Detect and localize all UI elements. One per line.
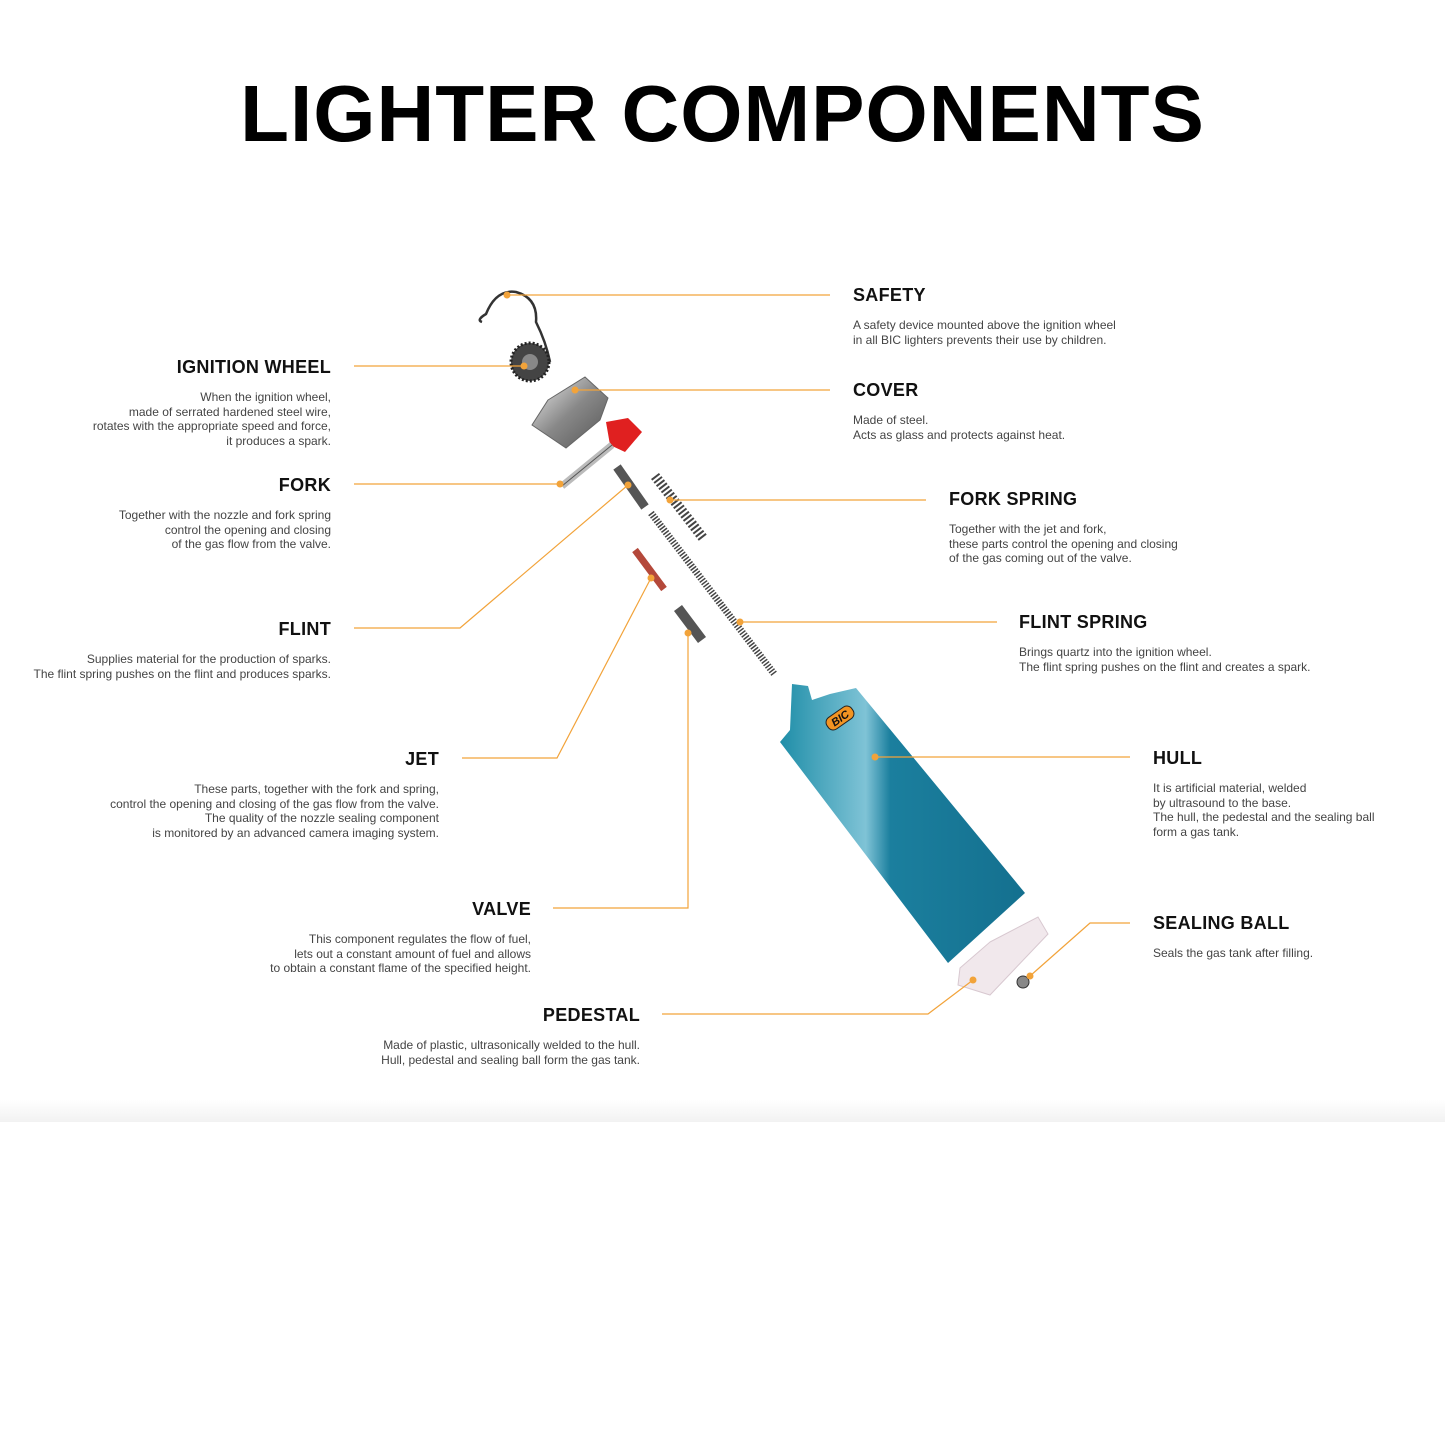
flint-desc: Supplies material for the production of …: [33, 652, 331, 681]
fork-spring-title: FORK SPRING: [949, 489, 1078, 509]
label-fork: FORK Together with the nozzle and fork s…: [119, 475, 331, 552]
ignition-wheel-desc: When the ignition wheel, made of serrate…: [92, 390, 331, 448]
leader-jet: [462, 577, 652, 759]
valve-desc: This component regulates the flow of fue…: [270, 932, 531, 976]
fork-part: [559, 418, 642, 489]
cover-part: [531, 376, 609, 449]
pedestal-part: [957, 916, 1049, 996]
label-flint: FLINT Supplies material for the producti…: [33, 619, 331, 681]
flint-spring-part: [648, 510, 778, 678]
flint-spring-title: FLINT SPRING: [1019, 612, 1148, 632]
leader-flint: [354, 484, 629, 629]
cover-title: COVER: [853, 380, 919, 400]
leader-dots: [503, 291, 1034, 984]
flint-spring-desc: Brings quartz into the ignition wheel. T…: [1019, 645, 1311, 674]
label-ignition-wheel: IGNITION WHEEL When the ignition wheel, …: [93, 357, 331, 448]
bottom-fade: [0, 1100, 1445, 1122]
fork-spring-desc: Together with the jet and fork, these pa…: [949, 522, 1178, 566]
valve-title: VALVE: [472, 899, 531, 919]
sealing-ball-title: SEALING BALL: [1153, 913, 1290, 933]
hull-title: HULL: [1153, 748, 1203, 768]
safety-title: SAFETY: [853, 285, 926, 305]
label-pedestal: PEDESTAL Made of plastic, ultrasonically…: [381, 1005, 640, 1067]
label-valve: VALVE This component regulates the flow …: [270, 899, 531, 976]
hull-desc: It is artificial material, welded by ult…: [1153, 781, 1375, 839]
label-hull: HULL It is artificial material, welded b…: [1153, 748, 1375, 839]
ignition-wheel-part: [509, 341, 551, 383]
valve-part: [674, 605, 706, 643]
flint-part: [613, 464, 649, 510]
hull-part: [780, 684, 1025, 963]
jet-title: JET: [405, 749, 439, 769]
pedestal-desc: Made of plastic, ultrasonically welded t…: [381, 1038, 640, 1067]
label-safety: SAFETY A safety device mounted above the…: [853, 285, 1116, 347]
safety-desc: A safety device mounted above the igniti…: [853, 318, 1116, 347]
leader-lines: [354, 294, 1130, 1015]
safety-part: [478, 290, 552, 363]
fork-desc: Together with the nozzle and fork spring…: [118, 508, 331, 552]
flint-title: FLINT: [278, 619, 331, 639]
page-title: LIGHTER COMPONENTS: [240, 69, 1205, 158]
sealing-ball-part: [1016, 975, 1030, 989]
jet-desc: These parts, together with the fork and …: [110, 782, 439, 840]
label-fork-spring: FORK SPRING Together with the jet and fo…: [949, 489, 1178, 566]
cover-desc: Made of steel. Acts as glass and protect…: [853, 413, 1066, 442]
leader-pedestal: [662, 979, 974, 1015]
fork-spring-part: [651, 472, 707, 542]
ignition-wheel-title: IGNITION WHEEL: [176, 357, 331, 377]
leader-valve: [553, 633, 689, 909]
label-jet: JET These parts, together with the fork …: [110, 749, 439, 840]
sealing-ball-desc: Seals the gas tank after filling.: [1153, 946, 1314, 960]
fork-title: FORK: [278, 475, 331, 495]
leader-sealing-ball: [1029, 922, 1130, 977]
label-sealing-ball: SEALING BALL Seals the gas tank after fi…: [1153, 913, 1313, 961]
jet-part: [632, 547, 667, 592]
pedestal-title: PEDESTAL: [542, 1005, 640, 1025]
label-flint-spring: FLINT SPRING Brings quartz into the igni…: [1019, 612, 1311, 674]
label-cover: COVER Made of steel. Acts as glass and p…: [853, 380, 1065, 442]
